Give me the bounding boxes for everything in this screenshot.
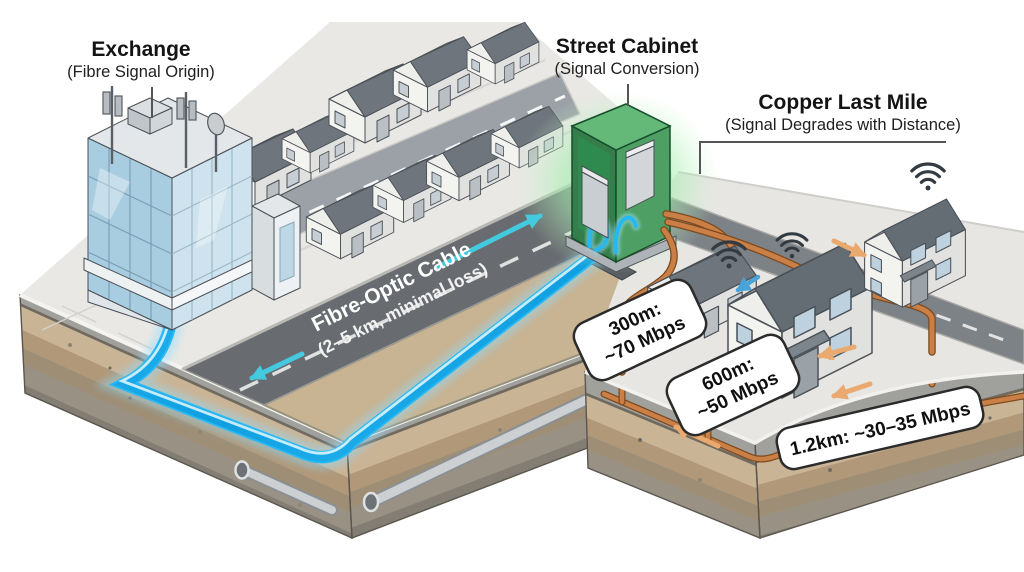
exchange-subtitle: (Fibre Signal Origin) bbox=[67, 63, 215, 81]
street-cabinet-label: Street Cabinet (Signal Conversion) bbox=[555, 35, 700, 106]
drop-arrow-blue bbox=[735, 274, 761, 293]
copper-last-mile-label: Copper Last Mile (Signal Degrades with D… bbox=[699, 91, 961, 174]
cabinet-subtitle: (Signal Conversion) bbox=[555, 60, 700, 78]
antenna-mast bbox=[102, 86, 197, 168]
signal-arrows bbox=[249, 213, 873, 449]
copper-arrow-ug2 bbox=[817, 344, 857, 361]
fibre-optic-cable bbox=[94, 240, 610, 470]
speed-label-600m: 600m: ~50 Mbps bbox=[665, 333, 801, 437]
exchange-title: Exchange bbox=[91, 38, 190, 61]
copper-arrow-road bbox=[831, 238, 867, 258]
street-cabinet-unit bbox=[565, 103, 677, 273]
cabinet-title: Street Cabinet bbox=[556, 35, 698, 58]
fibre-arrow-left bbox=[249, 351, 305, 381]
underground-conduit-pipe bbox=[234, 393, 593, 516]
exchange-building bbox=[83, 86, 301, 331]
satellite-dish bbox=[207, 112, 225, 172]
wifi-icon bbox=[910, 162, 946, 193]
copper-leader-line bbox=[699, 141, 946, 174]
exchange-label: Exchange (Fibre Signal Origin) bbox=[67, 38, 215, 118]
copper-title: Copper Last Mile bbox=[758, 91, 927, 114]
copper-subtitle: (Signal Degrades with Distance) bbox=[725, 116, 961, 134]
copper-arrow-ug3 bbox=[831, 381, 873, 400]
fibre-arrow-forward bbox=[433, 213, 543, 271]
